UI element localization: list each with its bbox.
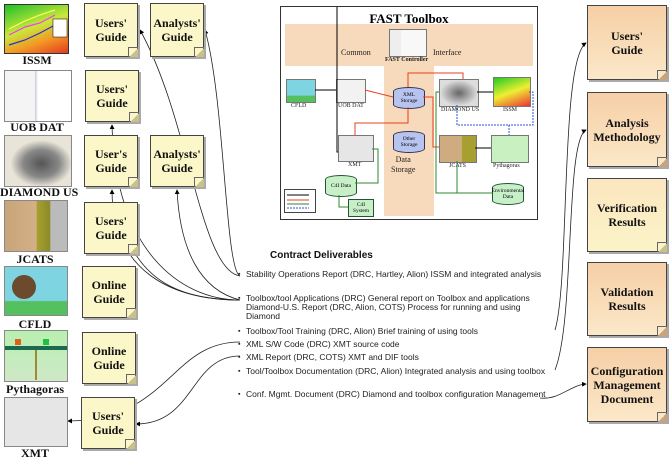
cfld-online-guide[interactable]: Online Guide — [82, 266, 136, 318]
configuration-management-document[interactable]: Configuration Management Document — [587, 347, 667, 422]
jcats-users-guide[interactable]: Users' Guide — [84, 202, 138, 254]
tool-label-cfld: CFLD — [18, 317, 52, 331]
fast-connectors — [287, 7, 534, 209]
note-label: Online Guide — [91, 278, 127, 306]
legend-box — [284, 189, 316, 213]
verification-results[interactable]: Verification Results — [587, 178, 667, 252]
cfld-object-icon — [12, 275, 36, 299]
pythagoras-thumbnail — [4, 330, 68, 382]
diamond-users-guide[interactable]: User's Guide — [84, 135, 138, 187]
cfld-mini — [286, 79, 316, 103]
cfld-thumbnail — [4, 266, 68, 316]
uob-dat-thumbnail — [4, 70, 72, 122]
note-label: Validation Results — [600, 285, 654, 313]
link-toolbox-to-diamond-analysts — [174, 189, 241, 301]
note-label: Users' Guide — [92, 409, 124, 437]
tool-label-uob-dat: UOB DAT — [10, 120, 64, 134]
pythagoras-online-guide[interactable]: Online Guide — [82, 332, 136, 384]
interface-label: Interface — [433, 48, 462, 57]
tool-label-diamond-us: DIAMOND US — [0, 185, 79, 199]
cfld-mini-label: CFLD — [291, 103, 307, 109]
deliverable-item: Tool/Toolbox Documentation (DRC, Alion) … — [238, 367, 551, 377]
link-to-right-analysis — [554, 129, 587, 371]
uob-users-guide[interactable]: Users' Guide — [85, 70, 139, 122]
pythagoras-mini — [491, 135, 529, 163]
deliverable-item: Toolbox/Tool Training (DRC, Alion) Brief… — [238, 327, 551, 337]
xmt-mini-label: XMT — [348, 162, 362, 168]
link-to-right-users — [554, 42, 587, 331]
fast-controller-label: FAST Controller — [385, 57, 429, 63]
data-storage-label: Data Storage — [391, 155, 416, 174]
note-label: Analysis Methodology — [593, 115, 661, 144]
xmt-users-guide[interactable]: Users' Guide — [81, 397, 135, 449]
diamond-mini-label: DIAMOND US — [441, 107, 480, 113]
tool-label-issm: ISSM — [22, 53, 52, 67]
deliverables-title: Contract Deliverables — [270, 250, 373, 261]
note-label: Analysts' Guide — [153, 147, 201, 175]
deliverable-item: Toolbox/tool Applications (DRC) General … — [238, 294, 551, 321]
note-label: Users' Guide — [96, 82, 128, 110]
deliverable-item: Conf. Mgmt. Document (DRC) Diamond and t… — [238, 390, 551, 400]
xmt-thumbnail — [4, 397, 68, 447]
tool-label-pythagoras: Pythagoras — [6, 382, 64, 396]
common-label: Common — [341, 48, 371, 57]
link-stability-to-issm-analysts — [203, 29, 241, 277]
jcats-thumbnail — [4, 200, 68, 252]
deliverable-item: XML S/W Code (DRC) XMT source code — [238, 340, 551, 350]
note-label: Users' Guide — [611, 28, 643, 57]
fast-toolbox-diagram: FAST Toolbox Common Interface FAST Contr… — [280, 6, 538, 220]
diamond-us-thumbnail — [4, 135, 72, 187]
diamond-mini — [439, 79, 479, 107]
tool-label-xmt: XMT — [21, 446, 49, 460]
note-label: Online Guide — [91, 344, 127, 372]
issm-thumbnail — [4, 4, 69, 54]
env-data-cylinder: Environmental Data — [492, 183, 524, 205]
note-label: Analysts' Guide — [153, 16, 201, 44]
jcats-mini — [439, 135, 477, 163]
link-toolbox-to-jcats — [132, 249, 241, 301]
uob-dat-mini — [336, 79, 366, 103]
note-label: Users' Guide — [95, 214, 127, 242]
issm-analysts-guide[interactable]: Analysts' Guide — [150, 3, 204, 57]
c4i-system-box: C4I System — [348, 199, 374, 217]
fast-controller-window — [389, 29, 427, 57]
note-label: User's Guide — [95, 147, 127, 175]
note-label: Verification Results — [596, 201, 658, 229]
diamond-analysts-guide[interactable]: Analysts' Guide — [150, 135, 204, 187]
xml-storage-cylinder: XML Storage — [393, 87, 425, 109]
note-label: Configuration Management Document — [590, 363, 664, 406]
c4i-data-cylinder: C4I Data — [325, 175, 357, 197]
issm-mini — [493, 77, 531, 107]
other-storage-cylinder: Other Storage — [393, 131, 425, 153]
tool-label-jcats: JCATS — [16, 252, 54, 266]
validation-results[interactable]: Validation Results — [587, 262, 667, 336]
uob-dat-mini-label: UOB DAT — [338, 103, 364, 109]
issm-mini-label: ISSM — [503, 107, 518, 113]
fast-toolbox-title: FAST Toolbox — [369, 11, 449, 26]
note-label: Users' Guide — [95, 16, 127, 44]
pythagoras-mini-label: Pythagoras — [493, 163, 520, 169]
link-xmlreport-to-xmt-users — [135, 355, 241, 427]
deliverable-item: Stability Operations Report (DRC, Hartle… — [238, 270, 551, 280]
issm-users-guide[interactable]: Users' Guide — [84, 3, 138, 57]
analysis-methodology[interactable]: Analysis Methodology — [587, 92, 667, 167]
chart-lines-icon — [8, 9, 68, 46]
deliverable-item: XML Report (DRC, COTS) XMT and DIF tools — [238, 353, 551, 363]
right-users-guide[interactable]: Users' Guide — [587, 5, 667, 80]
jcats-mini-label: JCATS — [449, 163, 467, 169]
